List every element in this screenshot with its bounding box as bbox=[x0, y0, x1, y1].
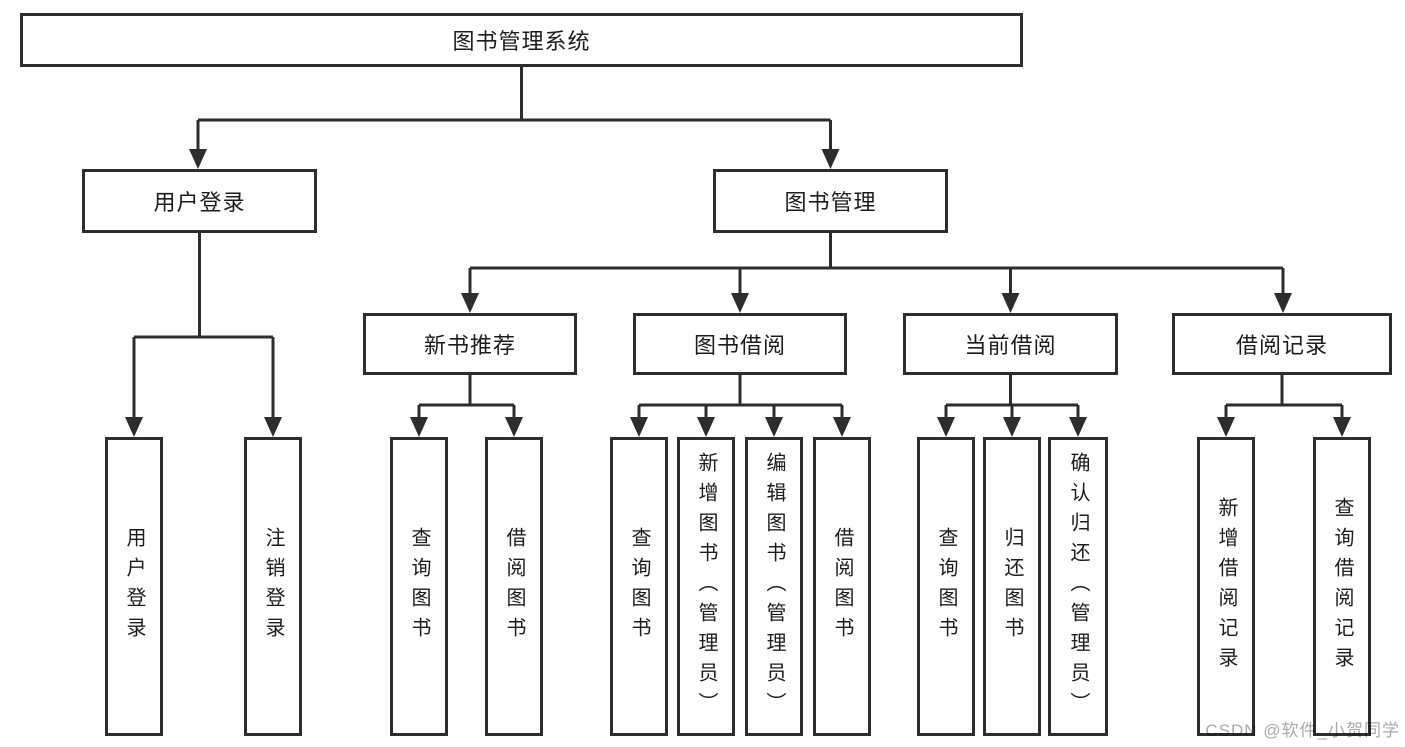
connector-book-borrowing-children bbox=[637, 375, 844, 420]
leaf-label: 查询图书 bbox=[935, 526, 957, 647]
leaf-label: 查询图书 bbox=[408, 526, 430, 647]
node-label: 新书推荐 bbox=[423, 333, 516, 358]
arrowheads-user-login-children bbox=[125, 417, 282, 437]
leaf-label: 归还图书 bbox=[1001, 526, 1023, 647]
arrowheads-root-to-level2 bbox=[189, 149, 840, 169]
node-book-management: 图书管理 bbox=[713, 169, 948, 233]
leaf-edit-book-admin: 编辑图书（管理员） bbox=[745, 437, 803, 736]
leaf-label: 借阅图书 bbox=[503, 526, 525, 647]
connector-user-login-children bbox=[132, 233, 275, 420]
leaf-label: 查询借阅记录 bbox=[1331, 496, 1353, 677]
connector-borrow-records-children bbox=[1224, 375, 1344, 420]
leaf-logout: 注销登录 bbox=[244, 437, 302, 736]
node-label: 当前借阅 bbox=[964, 333, 1057, 358]
node-book-borrowing: 图书借阅 bbox=[633, 313, 847, 375]
connector-root-to-level2 bbox=[196, 67, 832, 152]
connector-book-management-children bbox=[468, 233, 1285, 296]
leaf-label: 确认归还（管理员） bbox=[1067, 451, 1089, 722]
leaf-confirm-return-admin: 确认归还（管理员） bbox=[1048, 437, 1108, 736]
node-label: 借阅记录 bbox=[1235, 333, 1328, 358]
leaf-borrow-books-1: 借阅图书 bbox=[485, 437, 543, 736]
leaf-query-borrow-record: 查询借阅记录 bbox=[1313, 437, 1371, 736]
leaf-label: 借阅图书 bbox=[831, 526, 853, 647]
leaf-return-book: 归还图书 bbox=[983, 437, 1041, 736]
leaf-query-books-3: 查询图书 bbox=[917, 437, 975, 736]
leaf-borrow-books-2: 借阅图书 bbox=[813, 437, 871, 736]
node-current-borrowing: 当前借阅 bbox=[903, 313, 1118, 375]
node-new-book-recommend: 新书推荐 bbox=[363, 313, 577, 375]
leaf-label: 用户登录 bbox=[123, 526, 145, 647]
arrowheads-new-book-recommend-children bbox=[410, 417, 523, 437]
connector-new-book-recommend-children bbox=[417, 375, 516, 420]
connector-current-borrowing-children bbox=[944, 375, 1080, 420]
leaf-query-books-1: 查询图书 bbox=[390, 437, 448, 736]
csdn-watermark: CSDN @软件_小贺同学 bbox=[1205, 721, 1400, 740]
node-label: 图书管理 bbox=[784, 190, 877, 215]
leaf-add-borrow-record: 新增借阅记录 bbox=[1197, 437, 1255, 736]
node-user-login: 用户登录 bbox=[82, 169, 317, 233]
leaf-query-books-2: 查询图书 bbox=[610, 437, 668, 736]
leaf-label: 编辑图书（管理员） bbox=[763, 451, 785, 722]
leaf-add-book-admin: 新增图书（管理员） bbox=[677, 437, 735, 736]
node-root-label: 图书管理系统 bbox=[452, 29, 591, 54]
leaf-user-login: 用户登录 bbox=[105, 437, 163, 736]
leaf-label: 注销登录 bbox=[262, 526, 284, 647]
node-label: 图书借阅 bbox=[693, 333, 786, 358]
arrowheads-current-borrowing-children bbox=[937, 417, 1087, 437]
node-label: 用户登录 bbox=[153, 190, 246, 215]
leaf-label: 新增图书（管理员） bbox=[695, 451, 717, 722]
node-root: 图书管理系统 bbox=[20, 13, 1023, 67]
arrowheads-book-borrowing-children bbox=[630, 417, 851, 437]
arrowheads-borrow-records-children bbox=[1217, 417, 1351, 437]
leaf-label: 新增借阅记录 bbox=[1215, 496, 1237, 677]
leaf-label: 查询图书 bbox=[628, 526, 650, 647]
node-borrow-records: 借阅记录 bbox=[1172, 313, 1392, 375]
arrowheads-book-management-children bbox=[461, 293, 1292, 313]
